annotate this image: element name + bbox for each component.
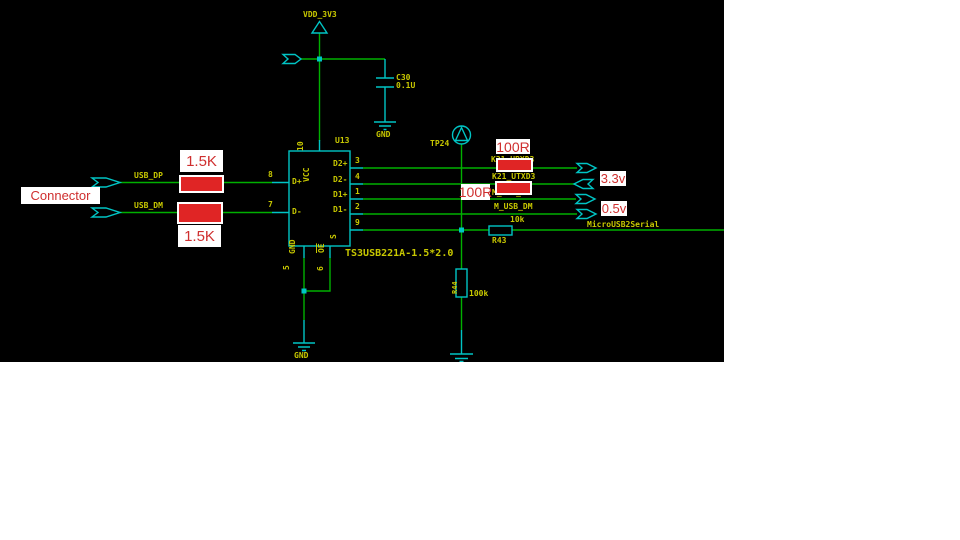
pin-num-1: 1 [355,187,360,196]
port-arrow-net4 [575,208,598,220]
pin-name-d1plus: D1+ [333,190,348,199]
pin-num-9: 9 [355,218,360,227]
pin-num-6: 6 [316,266,325,271]
pin-name-d2plus: D2+ [333,159,348,168]
redaction-box-net1 [496,158,533,172]
port-arrow-net1 [575,162,598,174]
port-arrow-usb-dp [89,177,123,188]
annotation-pullup-top: 1.5K [180,150,223,172]
pin-num-7: 7 [268,200,273,209]
resistor-r44-symbol [455,268,468,298]
net-label-musb-dm: M_USB_DM [494,202,533,211]
net-label-usb-dm: USB_DM [134,201,163,210]
port-arrow-net3 [574,193,597,205]
pin-name-d2minus: D2- [333,175,348,184]
testpoint-ref-label: TP24 [430,139,450,148]
junction-gnd [301,288,307,294]
r44-value-label: 100k [469,289,489,298]
pin-name-s: S [329,234,338,239]
junction-s-line [459,227,464,233]
r43-ref-label: R43 [492,236,507,245]
port-arrow-net2 [572,178,595,190]
pin-name-vcc: VCC [302,167,311,182]
net-label-uart-tx: K21_UTXD3 [492,172,536,181]
capacitor-c30-symbol [376,59,394,122]
gnd-label-ic: GND [294,351,309,360]
cap-ref-label: C30 [396,73,411,82]
pin-name-gnd: GND [288,239,297,254]
annotation-series-left: 100R [458,184,493,200]
redaction-box-net3 [495,181,532,195]
annotation-voltage-33: 3.3v [600,171,626,186]
redaction-box-usb-dp [179,175,224,193]
gnd-symbol-r44 [450,330,473,362]
junctions [301,56,464,294]
pin-stubs-right [350,167,363,231]
symbols [89,20,598,362]
pin-name-dminus: D- [292,207,302,216]
pin-stubs-bottom [303,246,331,258]
annotation-pullup-bottom: 1.5K [178,225,221,247]
gnd-symbol-c30 [374,121,396,131]
gnd-label-c30: GND [376,130,391,139]
port-arrow-vdd-in [281,53,303,65]
port-arrow-usb-dm [89,207,123,218]
pin-num-3: 3 [355,156,360,165]
cap-value-label: 0.1U [396,81,416,90]
pin-name-dplus: D+ [292,177,302,186]
junction-vdd [317,56,322,62]
annotation-connector: Connector [21,187,100,204]
r43-value-label: 10k [510,215,525,224]
pin-num-2: 2 [355,202,360,211]
net-label-serial: MicroUSB2Serial [587,220,660,229]
annotation-series-top: 100R [496,138,530,155]
wire-pin6-route [304,258,331,292]
pin-name-oe: OE [317,243,326,253]
net-label-usb-dp: USB_DP [134,171,163,180]
ic-ref-label: U13 [335,136,350,145]
vdd-net-label: VDD_3V3 [303,10,337,19]
annotation-voltage-05: 0.5v [601,201,627,216]
testpoint-triangle [454,125,469,142]
pin-num-5: 5 [282,265,291,270]
redaction-box-usb-dm [177,202,223,224]
vdd-power-arrow [310,20,329,34]
pin-stubs-left [272,181,289,214]
ic-part-number-label: TS3USB221A-1.5*2.0 [345,248,454,259]
pin-num-8: 8 [268,170,273,179]
pin-num-10: 10 [296,141,305,151]
r44-ref-label: R44 [451,281,459,294]
pin-num-4: 4 [355,172,360,181]
gnd-symbol-ic [293,320,315,352]
resistor-r43-symbol [488,225,513,236]
schematic-canvas: VDD_3V3 C30 0.1U GND U13 TS3USB221A-1.5*… [0,0,724,362]
pin-name-d1minus: D1- [333,205,348,214]
